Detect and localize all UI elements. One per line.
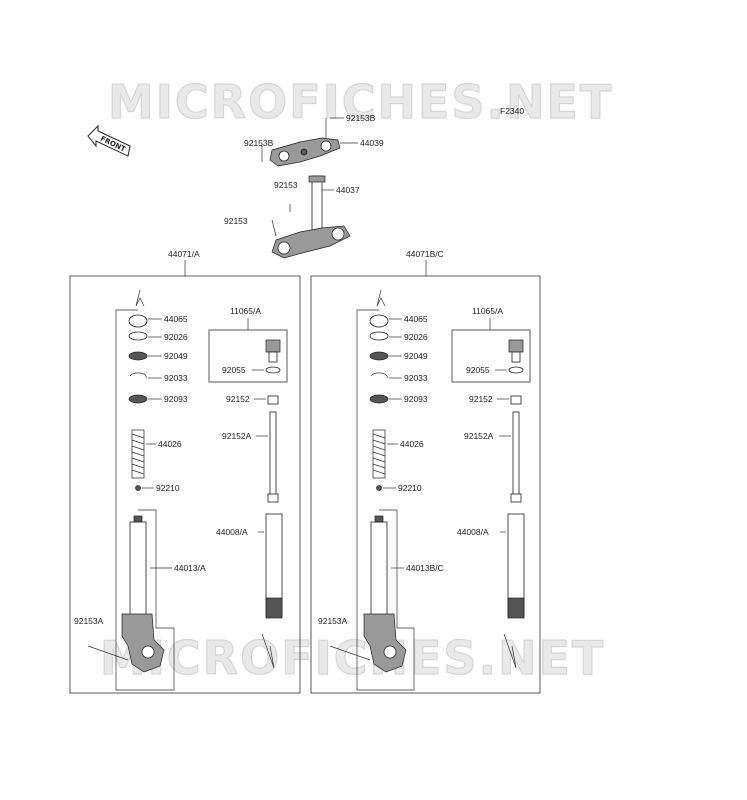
- assembly-frame: [69, 275, 301, 694]
- part-label: 92033: [404, 373, 428, 383]
- part-label: 92153: [224, 216, 248, 226]
- part-label: 44065: [164, 314, 188, 324]
- part-label: 44008/A: [216, 527, 248, 537]
- part-label: 92055: [222, 365, 246, 375]
- figure-code: F2340: [500, 106, 524, 116]
- part-label: 92153B: [244, 138, 274, 148]
- part-label: 92049: [404, 351, 428, 361]
- part-label: 92026: [404, 332, 428, 342]
- part-label: 44026: [400, 439, 424, 449]
- part-label: 44065: [404, 314, 428, 324]
- spring-icon: [372, 429, 386, 479]
- bolt-icon: [261, 118, 327, 237]
- part-label: 92210: [156, 483, 180, 493]
- part-label: 92152: [226, 394, 250, 404]
- part-label: 44008/A: [457, 527, 489, 537]
- part-label: 44013B/C: [406, 563, 444, 573]
- part-label: 92153B: [346, 113, 376, 123]
- upper-triple-clamp: [269, 137, 341, 167]
- part-label: 92153A: [74, 616, 104, 626]
- part-label: 92152A: [222, 431, 252, 441]
- part-label: 44013/A: [174, 563, 206, 573]
- part-label: 92093: [164, 394, 188, 404]
- assembly-frame: [310, 275, 541, 694]
- lower-triple-clamp: [271, 225, 351, 259]
- watermark-bottom: MICROFICHES.NET: [100, 631, 605, 685]
- part-label: 44039: [360, 138, 384, 148]
- part-label: 11065/A: [472, 306, 503, 316]
- part-label: 92026: [164, 332, 188, 342]
- watermark-top: MICROFICHES.NET: [108, 75, 613, 129]
- part-label: 11065/A: [230, 306, 261, 316]
- part-label: 92152: [469, 394, 493, 404]
- front-arrow-icon: FRONT: [87, 124, 131, 157]
- assembly-title: 44071B/C: [406, 249, 444, 259]
- part-label: 92055: [466, 365, 490, 375]
- part-label: 92049: [164, 351, 188, 361]
- part-label: 92153A: [318, 616, 348, 626]
- spring-icon: [131, 429, 145, 479]
- part-label: 44037: [336, 185, 360, 195]
- part-label: 92210: [398, 483, 422, 493]
- part-label: 92093: [404, 394, 428, 404]
- right-fork-assembly: 44071B/C 44065 92026 92049 92033 92093 4…: [310, 249, 541, 694]
- part-label: 92152A: [464, 431, 494, 441]
- part-label: 44026: [158, 439, 182, 449]
- left-fork-assembly: 44071/A 44065 92026 92049 92033 92093 44…: [69, 249, 301, 694]
- part-label: 92153: [274, 180, 298, 190]
- assembly-title: 44071/A: [168, 249, 200, 259]
- part-label: 92033: [164, 373, 188, 383]
